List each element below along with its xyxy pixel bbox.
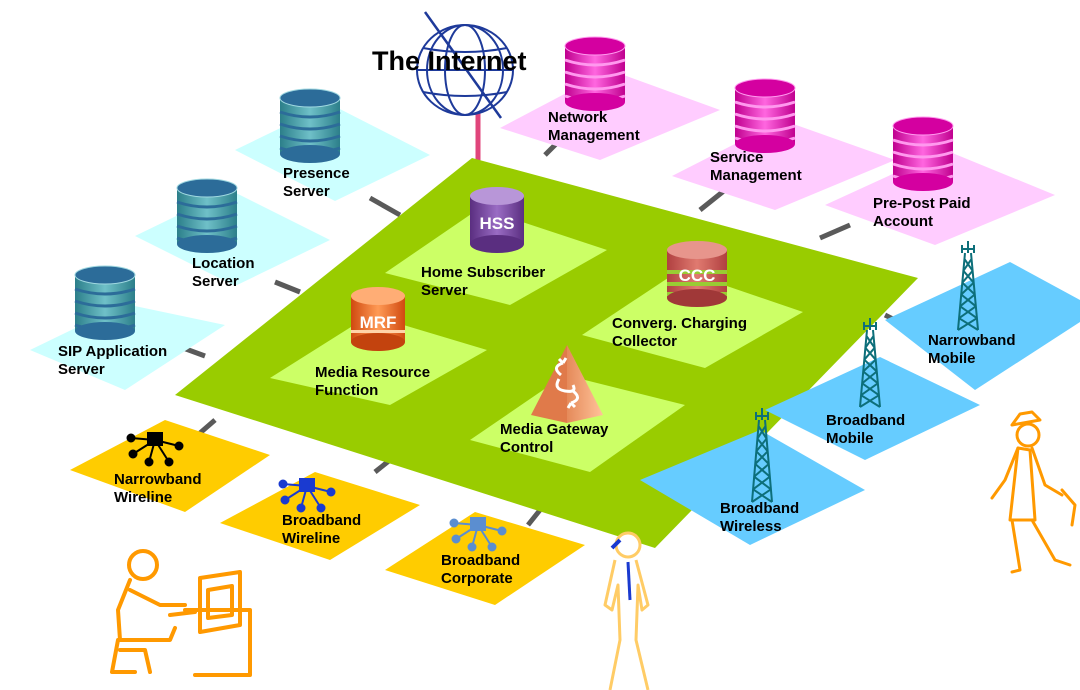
label-line-2: Mobile (928, 350, 976, 367)
database-icon (74, 265, 136, 340)
label-line-1: Broadband (441, 552, 520, 569)
mrf-database-icon: MRF (351, 287, 405, 351)
label-line-1: Broadband (826, 412, 905, 429)
tile-service-management[interactable] (672, 120, 895, 210)
label-line-1: Network (548, 109, 608, 126)
label-line-1: Broadband (282, 512, 361, 529)
hss-abbr: HSS (480, 214, 515, 233)
hss-database-icon: HSS (470, 187, 524, 253)
label-line-1: Service (710, 149, 763, 166)
label-line-1: Broadband (720, 500, 799, 517)
globe-icon (416, 11, 514, 119)
tile-network-management[interactable] (500, 70, 720, 160)
tile-broadband-mobile[interactable] (765, 357, 980, 460)
label-line-2: Management (548, 127, 640, 144)
ccc-abbr: CCC (679, 266, 716, 285)
label-line-1: Narrowband (114, 471, 202, 488)
label-line-2: Function (315, 382, 378, 399)
tile-broadband-wireline[interactable] (220, 472, 420, 560)
tile-broadband-corporate[interactable] (385, 512, 585, 605)
mrf-abbr: MRF (360, 313, 397, 332)
management-tiles (500, 70, 1055, 245)
core-tile-mrf[interactable] (270, 315, 487, 405)
database-icon (279, 88, 341, 163)
label-line-2: Management (710, 167, 802, 184)
network-hub-icon (449, 517, 507, 552)
label-line-1: Media Gateway (500, 421, 609, 438)
label-line-2: Wireline (114, 489, 172, 506)
tile-narrowband-mobile[interactable] (885, 262, 1080, 390)
label-line-2: Wireless (720, 518, 782, 535)
media-gateway-pyramid-icon (531, 345, 603, 423)
label-line-2: Mobile (826, 430, 874, 447)
label-line-2: Control (500, 439, 553, 456)
core-tile-ccc[interactable] (582, 270, 803, 368)
antenna-tower-icon (957, 241, 979, 331)
label-line-2: Server (421, 282, 468, 299)
label-line-2: Server (283, 183, 330, 200)
label-line-1: Home Subscriber (421, 264, 545, 281)
phone-user-icon (603, 531, 650, 690)
tile-pre-post-paid-account[interactable] (825, 150, 1055, 245)
label-line-1: SIP Application (58, 343, 167, 360)
desk-worker-icon (110, 549, 252, 677)
database-icon (734, 78, 796, 153)
tile-sip-application-server[interactable] (30, 304, 225, 390)
label-line-1: Pre-Post Paid (873, 195, 971, 212)
database-icon (176, 178, 238, 253)
label-line-2: Collector (612, 333, 677, 350)
label-line-2: Corporate (441, 570, 513, 587)
label-line-1: Location (192, 255, 255, 272)
antenna-tower-icon (859, 318, 881, 408)
label-line-1: Media Resource (315, 364, 430, 381)
antenna-tower-icon (751, 408, 773, 503)
label-line-1: Presence (283, 165, 350, 182)
label-line-2: Account (873, 213, 933, 230)
label-line-1: Narrowband (928, 332, 1016, 349)
network-hub-icon (278, 478, 336, 513)
label-line-2: Server (58, 361, 105, 378)
network-hub-icon (126, 432, 184, 467)
ccc-database-icon: CCC (667, 241, 727, 307)
database-icon (892, 116, 954, 191)
label-line-2: Wireline (282, 530, 340, 547)
core-tile-hss[interactable] (385, 208, 607, 305)
label-line-2: Server (192, 273, 239, 290)
database-icon (564, 36, 626, 111)
walking-user-icon (990, 410, 1077, 574)
label-line-1: Converg. Charging (612, 315, 747, 332)
core-tile-mgc[interactable] (470, 375, 685, 472)
diagram-title: The Internet (372, 46, 527, 76)
